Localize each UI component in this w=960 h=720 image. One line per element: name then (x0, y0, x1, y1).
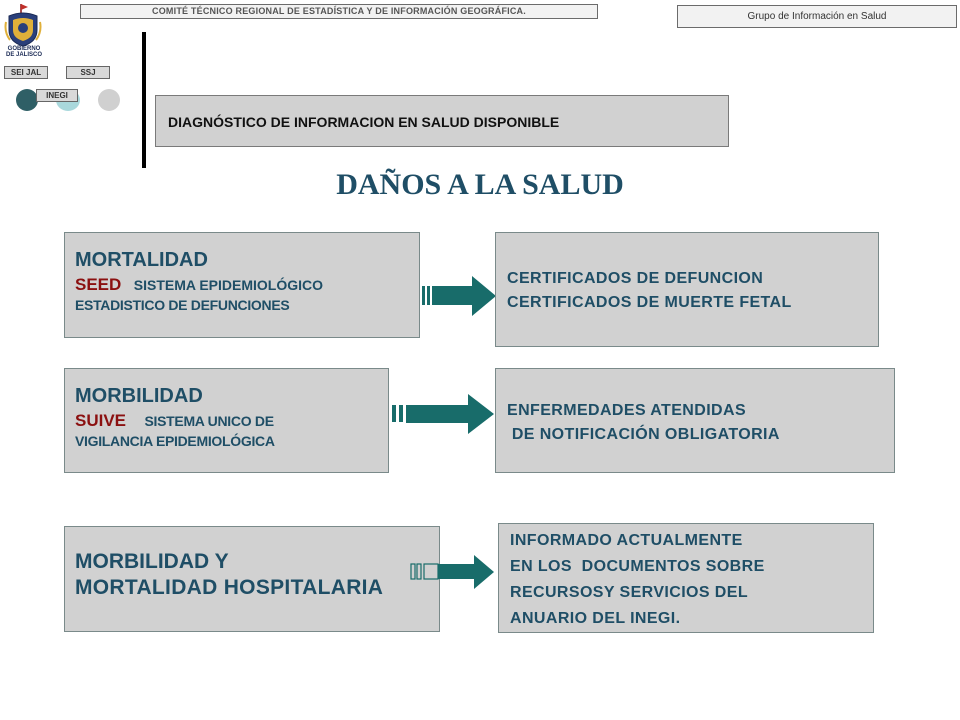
hospital-heading-line1: MORBILIDAD Y (75, 550, 229, 573)
inegi-tag: INEGI (36, 89, 78, 102)
suive-desc-line2: VIGILANCIA EPIDEMIOLÓGICA (75, 433, 275, 449)
diagnosis-subtitle: DIAGNÓSTICO DE INFORMACION EN SALUD DISP… (155, 95, 729, 147)
jalisco-coat-of-arms-icon (4, 2, 42, 48)
right-line-2: DE NOTIFICACIÓN OBLIGATORIA (507, 426, 780, 443)
ssj-tag: SSJ (66, 66, 110, 79)
committee-banner: COMITÉ TÉCNICO REGIONAL DE ESTADÍSTICA Y… (80, 4, 598, 19)
seed-desc-line2: ESTADISTICO DE DEFUNCIONES (75, 297, 290, 313)
mortality-box: MORTALIDAD SEED SISTEMA EPIDEMIOLÓGICO E… (64, 232, 420, 338)
vertical-divider (142, 32, 146, 168)
seed-code: SEED (75, 275, 122, 294)
hospital-heading-line2: MORTALIDAD HOSPITALARIA (75, 576, 384, 599)
right-line-1: CERTIFICADOS DE DEFUNCION (507, 270, 764, 287)
right-line-4: ANUARIO DEL INEGI. (510, 610, 681, 627)
arrow-right-icon (410, 555, 494, 589)
page-title: DAÑOS A LA SALUD (336, 168, 624, 201)
mortality-heading: MORTALIDAD (75, 249, 208, 271)
seed-desc-line1: SISTEMA EPIDEMIOLÓGICO (133, 277, 324, 293)
dark-circle-icon (16, 89, 38, 111)
right-line-3: RECURSOSY SERVICIOS DEL (510, 584, 748, 601)
notifiable-diseases-box: ENFERMEDADES ATENDIDAS DE NOTIFICACIÓN O… (495, 368, 895, 473)
gray-circle-icon (98, 89, 120, 111)
inegi-yearbook-box: INFORMADO ACTUALMENTE EN LOS DOCUMENTOS … (498, 523, 874, 633)
arrow-right-icon (422, 276, 496, 316)
morbidity-box: MORBILIDAD SUIVE SISTEMA UNICO DE VIGILA… (64, 368, 389, 473)
death-certificates-box: CERTIFICADOS DE DEFUNCION CERTIFICADOS D… (495, 232, 879, 347)
right-line-1: ENFERMEDADES ATENDIDAS (507, 402, 747, 419)
right-line-1: INFORMADO ACTUALMENTE (510, 532, 743, 549)
suive-code: SUIVE (75, 411, 127, 430)
right-line-2: EN LOS DOCUMENTOS SOBRE (510, 558, 765, 575)
sei-jal-tag: SEI JAL (4, 66, 48, 79)
right-line-2: CERTIFICADOS DE MUERTE FETAL (507, 294, 792, 311)
hospital-box: MORBILIDAD Y MORTALIDAD HOSPITALARIA (64, 526, 440, 632)
morbidity-heading: MORBILIDAD (75, 385, 203, 407)
suive-desc-line1: SISTEMA UNICO DE (144, 413, 274, 429)
arrow-right-icon (392, 394, 494, 434)
logo-caption: GOBIERNO DE JALISCO (5, 46, 42, 58)
group-banner: Grupo de Información en Salud (677, 5, 957, 28)
